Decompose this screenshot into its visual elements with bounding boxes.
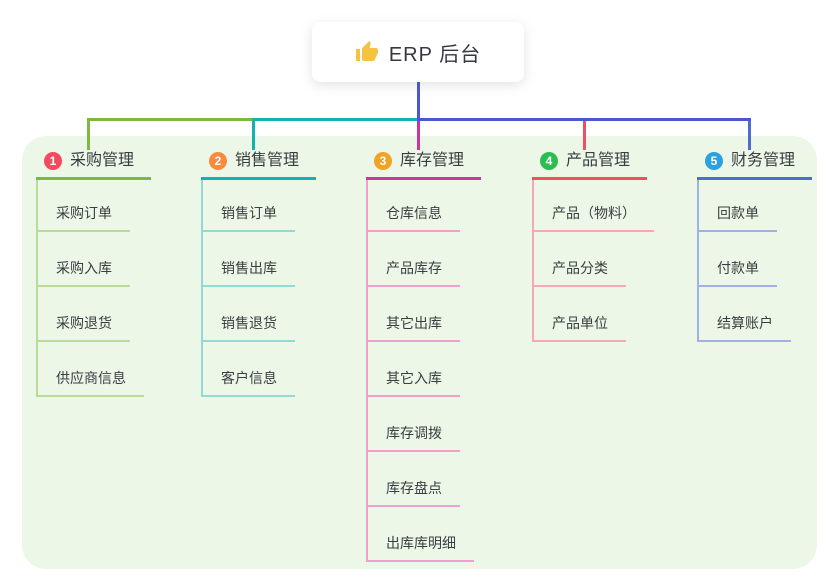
branch-drop-line-3 bbox=[417, 118, 420, 150]
child-node[interactable]: 产品库存 bbox=[366, 259, 460, 287]
branch-badge-1: 1 bbox=[44, 152, 62, 170]
branch-child-vline bbox=[532, 180, 534, 341]
child-node[interactable]: 采购入库 bbox=[36, 259, 130, 287]
branch-label: 库存管理 bbox=[400, 152, 465, 169]
branch-node-2[interactable]: 2 销售管理 bbox=[201, 150, 316, 180]
branch-child-vline bbox=[697, 180, 699, 341]
branch-drop-line-1 bbox=[87, 118, 90, 150]
branch-badge-3: 3 bbox=[374, 152, 392, 170]
branch-drop-line-2 bbox=[252, 118, 255, 150]
child-node[interactable]: 销售出库 bbox=[201, 259, 295, 287]
branch-label: 产品管理 bbox=[566, 152, 631, 169]
child-node[interactable]: 采购订单 bbox=[36, 204, 130, 232]
branch-label: 财务管理 bbox=[731, 152, 796, 169]
branch-drop-line-4 bbox=[583, 118, 586, 150]
thumbs-up-icon bbox=[355, 40, 379, 64]
root-node[interactable]: ERP 后台 bbox=[312, 22, 524, 82]
child-node[interactable]: 库存调拨 bbox=[366, 424, 460, 452]
child-node[interactable]: 回款单 bbox=[697, 204, 777, 232]
child-node[interactable]: 结算账户 bbox=[697, 314, 791, 342]
branch-drop-line-5 bbox=[748, 118, 751, 150]
branch-child-vline bbox=[201, 180, 203, 396]
branch-node-1[interactable]: 1 采购管理 bbox=[36, 150, 151, 180]
child-node[interactable]: 产品分类 bbox=[532, 259, 626, 287]
branch-badge-2: 2 bbox=[209, 152, 227, 170]
hconnector-left-green bbox=[87, 118, 255, 121]
child-node[interactable]: 产品（物料） bbox=[532, 204, 654, 232]
hconnector-right-blue bbox=[417, 118, 751, 121]
branch-label: 销售管理 bbox=[235, 152, 300, 169]
child-node[interactable]: 付款单 bbox=[697, 259, 777, 287]
branch-node-5[interactable]: 5 财务管理 bbox=[697, 150, 812, 180]
hconnector-mid-teal bbox=[252, 118, 420, 121]
child-node[interactable]: 供应商信息 bbox=[36, 369, 144, 397]
child-node[interactable]: 销售订单 bbox=[201, 204, 295, 232]
child-node[interactable]: 仓库信息 bbox=[366, 204, 460, 232]
branch-node-3[interactable]: 3 库存管理 bbox=[366, 150, 481, 180]
child-node[interactable]: 库存盘点 bbox=[366, 479, 460, 507]
branch-badge-5: 5 bbox=[705, 152, 723, 170]
child-node[interactable]: 出库库明细 bbox=[366, 534, 474, 562]
branch-node-4[interactable]: 4 产品管理 bbox=[532, 150, 647, 180]
branch-child-vline bbox=[366, 180, 368, 561]
child-node[interactable]: 其它入库 bbox=[366, 369, 460, 397]
child-node[interactable]: 采购退货 bbox=[36, 314, 130, 342]
root-label: ERP 后台 bbox=[388, 43, 482, 66]
branch-badge-4: 4 bbox=[540, 152, 558, 170]
branch-label: 采购管理 bbox=[70, 152, 135, 169]
child-node[interactable]: 销售退货 bbox=[201, 314, 295, 342]
mindmap-board bbox=[22, 136, 817, 569]
child-node[interactable]: 产品单位 bbox=[532, 314, 626, 342]
root-stem-line bbox=[417, 82, 420, 121]
child-node[interactable]: 客户信息 bbox=[201, 369, 295, 397]
child-node[interactable]: 其它出库 bbox=[366, 314, 460, 342]
branch-child-vline bbox=[36, 180, 38, 396]
